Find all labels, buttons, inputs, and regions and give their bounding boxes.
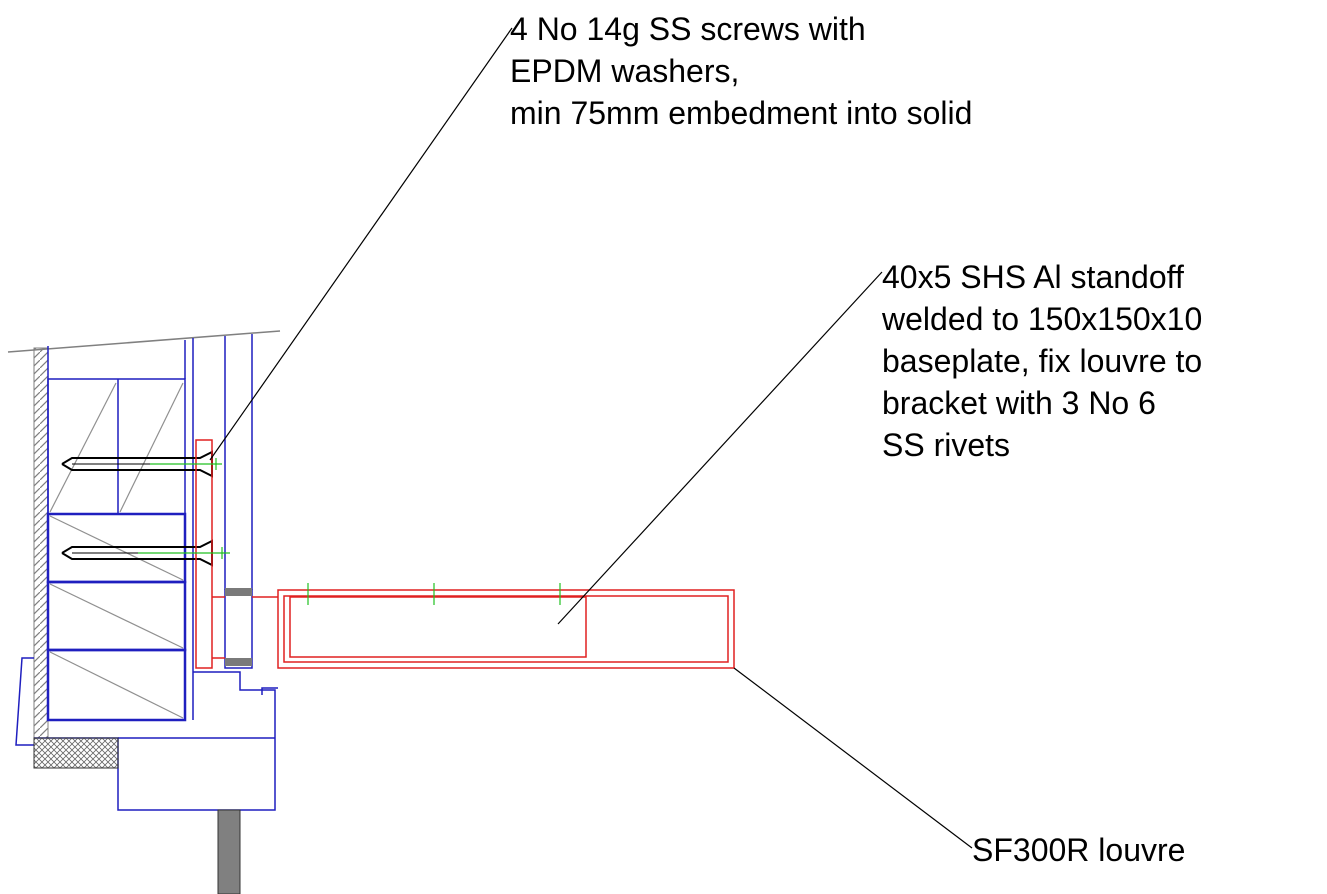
sill-insulation [33,737,119,769]
annotation-screws-line: min 75mm embedment into solid [510,95,973,131]
wall-hatch [33,347,49,739]
annotation-screws: 4 No 14g SS screws with EPDM washers, mi… [510,8,972,134]
packer-top [225,588,252,596]
wall-framing [15,334,278,811]
annotation-standoff-line: SS rivets [882,427,1011,463]
annotation-louvre: SF300R louvre [972,832,1186,868]
annotation-standoff-line: baseplate, fix louvre to [882,343,1203,379]
centrelines [138,458,561,605]
annotation-standoff-line: 40x5 SHS Al standoff [882,259,1184,295]
annotation-standoff-line: welded to 150x150x10 [882,301,1203,337]
support-post [217,809,241,894]
annotation-screws-line: EPDM washers, [510,53,740,89]
insulation-diagonals [49,382,184,719]
annotation-standoff: 40x5 SHS Al standoff welded to 150x150x1… [882,256,1202,466]
annotation-screws-line: 4 No 14g SS screws with [510,11,866,47]
bracket [195,439,735,669]
leader-lines [209,27,973,849]
packer-bottom [225,658,252,666]
roof-line [7,330,281,353]
annotation-standoff-line: bracket with 3 No 6 [882,385,1156,421]
